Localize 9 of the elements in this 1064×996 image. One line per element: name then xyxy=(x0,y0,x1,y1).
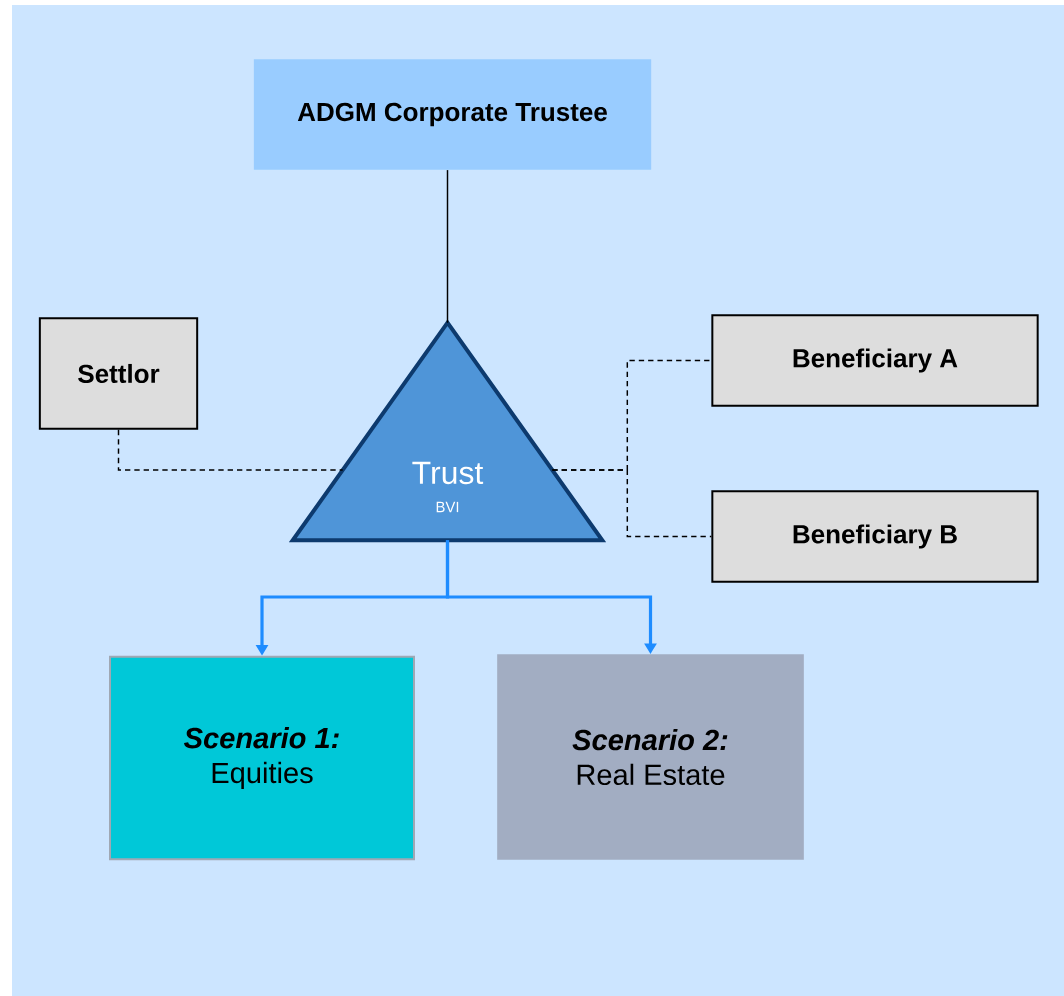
scenario-box: Scenario 1: Equities xyxy=(109,655,415,861)
party-box: Beneficiary A xyxy=(711,314,1039,407)
connector xyxy=(117,429,344,471)
connector xyxy=(551,469,713,538)
party-box: Beneficiary B xyxy=(711,490,1039,583)
scenario-box: Scenario 2: Real Estate xyxy=(497,654,804,860)
party-box: Settlor xyxy=(38,317,199,430)
title-box: ADGM Corporate Trustee xyxy=(253,59,652,170)
connector xyxy=(446,169,449,324)
